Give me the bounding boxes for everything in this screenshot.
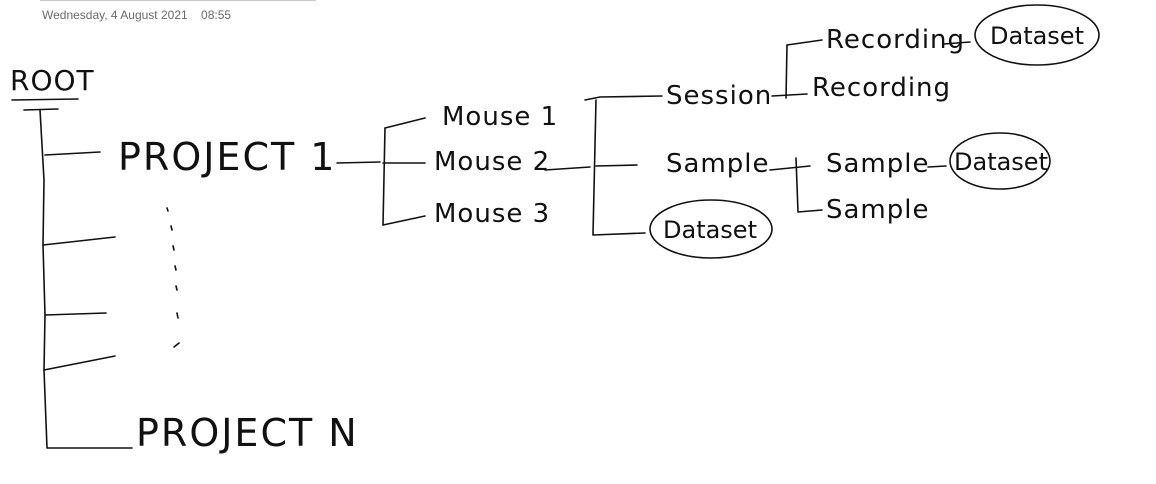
sample-label: Sample	[666, 149, 770, 179]
project-n-label: PROJECT N	[136, 411, 359, 455]
dataset-label-1: Dataset	[663, 216, 757, 244]
page-timestamp: Wednesday, 4 August 2021 08:55	[42, 8, 231, 22]
recordings-bracket	[785, 44, 788, 99]
sample-to-samples	[769, 165, 811, 171]
branch-3	[44, 312, 107, 316]
dataset-oval-recording	[974, 4, 1100, 66]
project-1-label: PROJECT 1	[118, 135, 336, 179]
mouse-3-label: Mouse 3	[434, 199, 550, 229]
project-to-mice	[336, 161, 381, 164]
dataset-label-2: Dataset	[990, 22, 1084, 50]
dataset-label-3: Dataset	[954, 148, 1048, 176]
root-label: ROOT	[10, 64, 95, 97]
sample-to-dataset	[927, 165, 947, 168]
branch-recording-1	[786, 39, 823, 46]
ellipsis-dots	[166, 207, 180, 348]
recording-1-label: Recording	[826, 25, 965, 55]
dataset-oval-sample	[949, 132, 1051, 190]
samples-bracket	[795, 157, 823, 213]
recording-to-dataset	[943, 41, 971, 45]
root-tee	[23, 108, 59, 111]
dataset-oval-session-level	[649, 199, 773, 259]
branch-project-1	[44, 151, 101, 156]
mouse-1-label: Mouse 1	[442, 102, 558, 132]
branch-session	[584, 95, 663, 101]
children-bracket	[592, 99, 646, 236]
root-underline	[11, 98, 79, 101]
branch-2	[42, 236, 116, 246]
branch-sample	[595, 164, 638, 167]
title-underline	[40, 0, 316, 1]
mouse-2-label: Mouse 2	[434, 147, 550, 177]
session-to-recordings	[771, 93, 808, 97]
branch-mouse-1	[384, 117, 426, 129]
page-date: Wednesday, 4 August 2021	[42, 8, 188, 22]
sample-1-label: Sample	[826, 149, 930, 179]
mouse-to-children	[544, 166, 591, 171]
page-time: 08:55	[201, 8, 232, 22]
branch-4	[43, 355, 116, 371]
session-label: Session	[666, 81, 772, 111]
branch-mouse-3	[382, 215, 426, 226]
sample-2-label: Sample	[826, 195, 930, 225]
recording-2-label: Recording	[812, 73, 951, 103]
mice-bracket	[382, 127, 386, 226]
